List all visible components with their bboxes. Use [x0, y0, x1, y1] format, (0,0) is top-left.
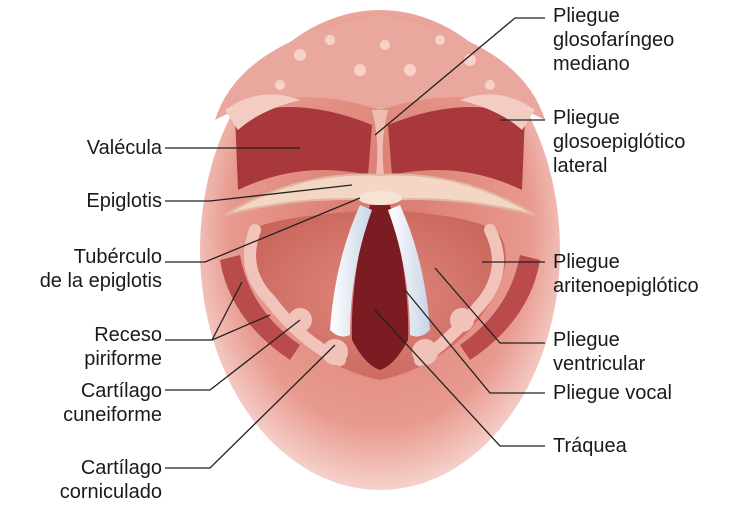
label-traquea: Tráquea — [553, 434, 627, 458]
label-valecula: Valécula — [87, 136, 162, 160]
label-cartilago-corniculado: Cartílago corniculado — [60, 456, 162, 504]
label-pliegue-aritenoepiglotico: Pliegue aritenoepiglótico — [553, 250, 699, 298]
label-cartilago-cuneiforme: Cartílago cuneiforme — [63, 379, 162, 427]
label-pliegue-ventricular: Pliegue ventricular — [553, 328, 645, 376]
epiglottic-tubercle — [358, 191, 402, 205]
label-receso-piriforme: Receso piriforme — [84, 323, 162, 371]
corniculate-tubercle — [322, 339, 348, 365]
cuneiform-tubercle-right — [450, 308, 474, 332]
label-pliegue-vocal: Pliegue vocal — [553, 381, 672, 405]
label-epiglotis: Epiglotis — [86, 189, 162, 213]
label-tuberculo-epiglotis: Tubérculo de la epiglotis — [40, 245, 162, 293]
label-pliegue-glosoepiglotico-lateral: Pliegue glosoepiglótico lateral — [553, 106, 685, 178]
corniculate-tubercle-right — [412, 339, 438, 365]
label-pliegue-glosofaringeo-mediano: Pliegue glosofaríngeo mediano — [553, 4, 674, 76]
